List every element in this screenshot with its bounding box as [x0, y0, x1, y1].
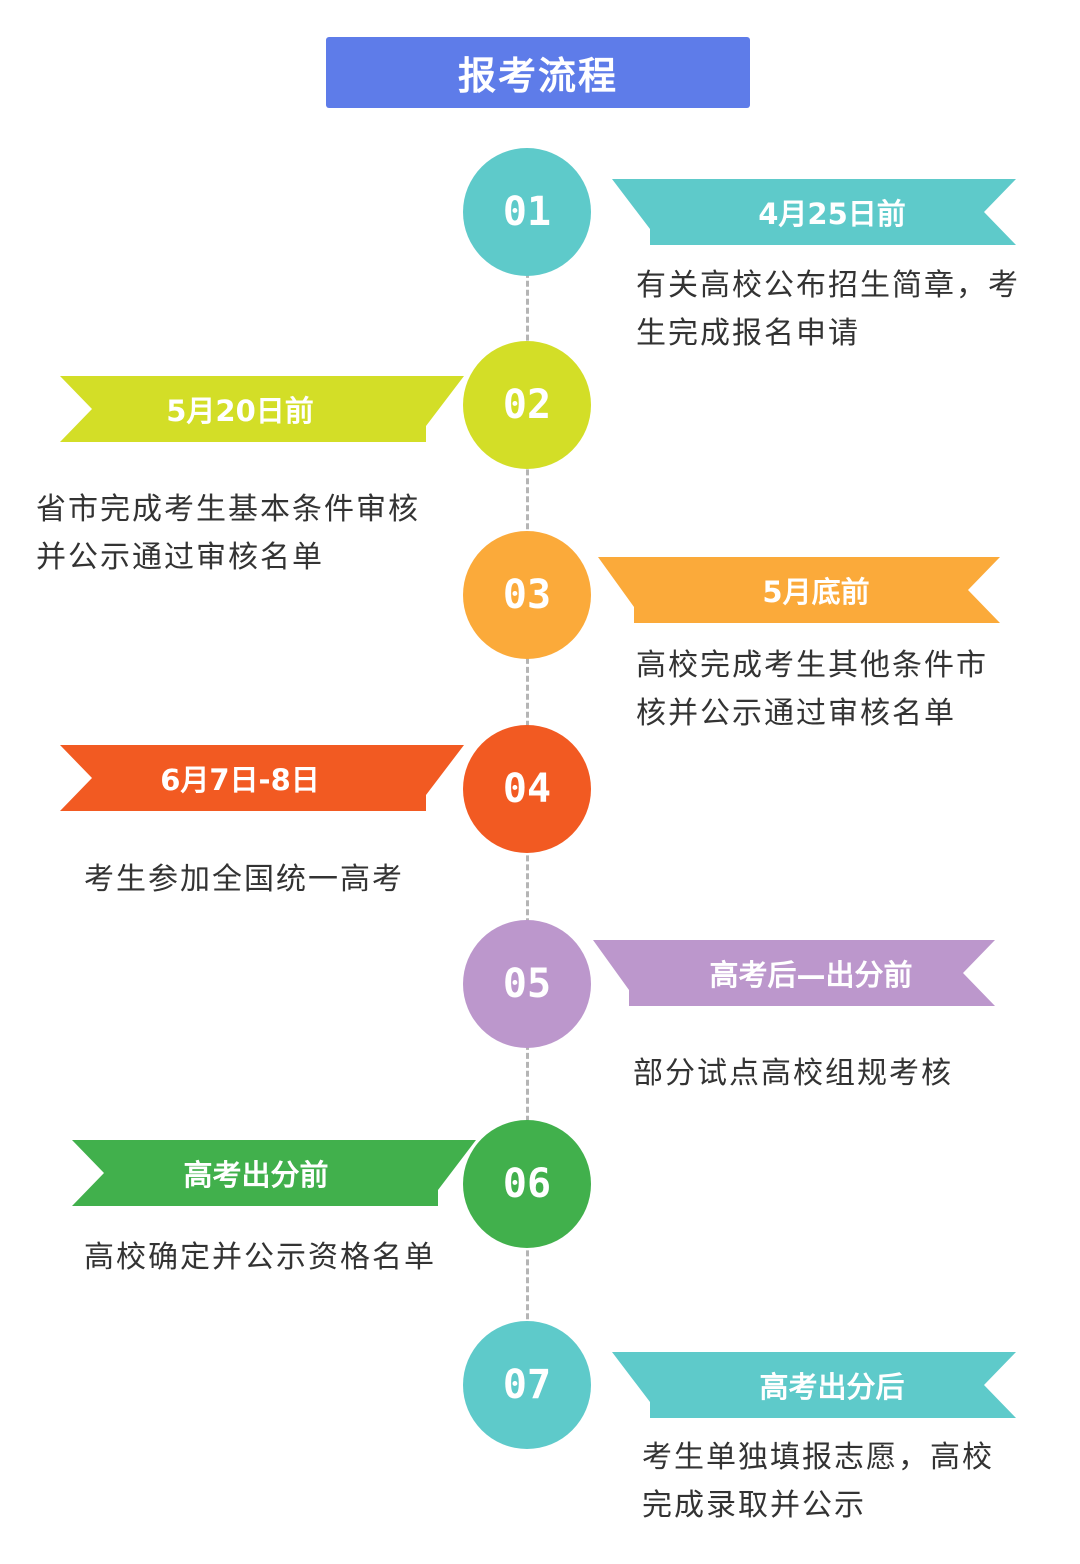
date-ribbon-03: 5月底前: [598, 557, 1000, 623]
date-ribbon-06: 高考出分前: [72, 1140, 476, 1206]
step-description-05-line-1: 部分试点高校组规考核: [633, 1056, 953, 1091]
step-description-01-line-1: 有关高校公布招生简章，考: [636, 268, 1020, 303]
step-description-06: 高校确定并公示资格名单: [84, 1234, 436, 1282]
step-description-04: 考生参加全国统一高考: [84, 856, 404, 904]
step-description-02: 省市完成考生基本条件审核 并公示通过审核名单: [36, 486, 420, 582]
date-label-04: 6月7日-8日: [160, 763, 320, 797]
date-ribbon-04: 6月7日-8日: [60, 745, 464, 811]
date-ribbon-05: 高考后—出分前: [593, 940, 995, 1006]
date-label-01: 4月25日前: [758, 197, 906, 231]
step-description-02-line-2: 并公示通过审核名单: [36, 540, 324, 575]
ribbon-shape-06: [72, 1140, 476, 1206]
step-description-06-line-1: 高校确定并公示资格名单: [84, 1240, 436, 1275]
step-circle-04: 04: [463, 725, 591, 853]
step-description-05: 部分试点高校组规考核: [633, 1050, 953, 1098]
step-description-01: 有关高校公布招生简章，考 生完成报名申请: [636, 262, 1020, 358]
step-description-03: 高校完成考生其他条件市 核并公示通过审核名单: [636, 642, 988, 738]
ribbon-shape-05: [593, 940, 995, 1006]
step-description-01-line-2: 生完成报名申请: [636, 316, 860, 351]
step-description-07: 考生单独填报志愿，高校 完成录取并公示: [642, 1434, 994, 1530]
step-description-07-line-1: 考生单独填报志愿，高校: [642, 1440, 994, 1475]
ribbon-shape-03: [598, 557, 1000, 623]
ribbon-shape-02: [60, 376, 464, 442]
date-ribbon-02: 5月20日前: [60, 376, 464, 442]
step-circle-01: 01: [463, 148, 591, 276]
ribbon-shape-01: [612, 179, 1016, 245]
date-label-03: 5月底前: [762, 575, 870, 609]
step-description-02-line-1: 省市完成考生基本条件审核: [36, 492, 420, 527]
date-label-02: 5月20日前: [166, 394, 314, 428]
step-circle-03: 03: [463, 531, 591, 659]
date-ribbon-07: 高考出分后: [612, 1352, 1016, 1418]
step-description-04-line-1: 考生参加全国统一高考: [84, 862, 404, 897]
date-label-06: 高考出分前: [183, 1158, 329, 1192]
step-circle-07: 07: [463, 1321, 591, 1449]
step-description-03-line-2: 核并公示通过审核名单: [636, 696, 956, 731]
page-title: 报考流程: [326, 37, 750, 108]
ribbon-shape-04: [60, 745, 464, 811]
date-ribbon-01: 4月25日前: [612, 179, 1016, 245]
date-label-05: 高考后—出分前: [709, 958, 913, 992]
ribbon-shape-07: [612, 1352, 1016, 1418]
date-label-07: 高考出分后: [759, 1370, 905, 1404]
step-circle-02: 02: [463, 341, 591, 469]
step-description-03-line-1: 高校完成考生其他条件市: [636, 648, 988, 683]
step-circle-06: 06: [463, 1120, 591, 1248]
step-circle-05: 05: [463, 920, 591, 1048]
step-description-07-line-2: 完成录取并公示: [642, 1488, 866, 1523]
